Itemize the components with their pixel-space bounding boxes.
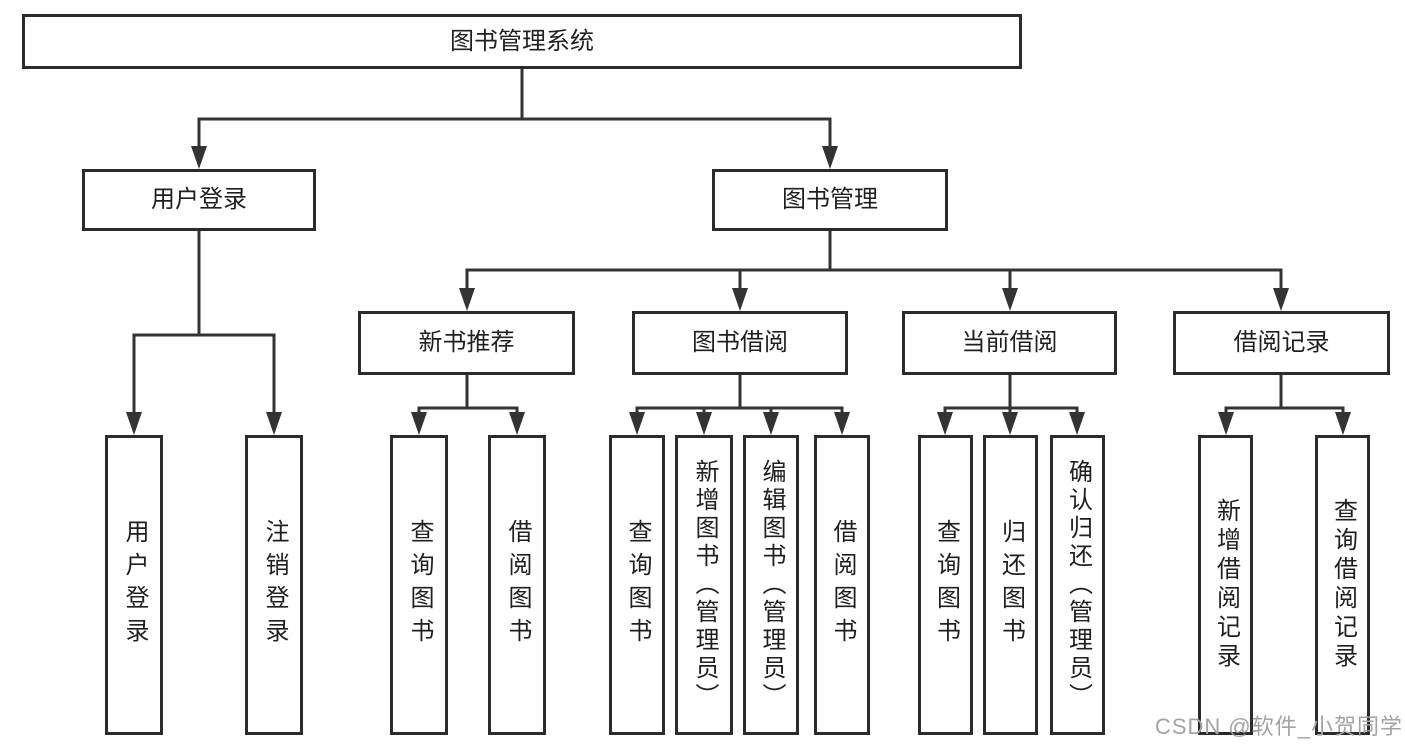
leaf-query-books-current: 查询图书 — [918, 435, 973, 735]
leaf-query-books-borrow: 查询图书 — [609, 435, 665, 735]
csdn-watermark: CSDN @软件_小贺同学 — [1154, 714, 1403, 739]
leaf-user-login: 用户登录 — [105, 435, 163, 735]
node-borrow-records: 借阅记录 — [1173, 311, 1390, 375]
leaf-add-books-admin: 新增图书（管理员） — [675, 435, 733, 735]
arrowheads — [126, 146, 1351, 435]
node-root-system: 图书管理系统 — [22, 14, 1022, 69]
node-current-borrow: 当前借阅 — [902, 311, 1117, 375]
leaf-logout: 注销登录 — [245, 435, 303, 735]
node-user-login-branch: 用户登录 — [82, 169, 316, 231]
leaf-add-borrow-record: 新增借阅记录 — [1198, 435, 1253, 735]
leaf-return-books: 归还图书 — [983, 435, 1038, 735]
leaf-query-books-recommend: 查询图书 — [390, 435, 448, 735]
node-new-book-recommend: 新书推荐 — [358, 311, 575, 375]
node-book-borrow: 图书借阅 — [632, 311, 848, 375]
leaf-borrow-books-recommend: 借阅图书 — [488, 435, 546, 735]
leaf-borrow-books: 借阅图书 — [814, 435, 870, 735]
node-book-management-branch: 图书管理 — [712, 169, 948, 231]
leaf-query-borrow-record: 查询借阅记录 — [1315, 435, 1370, 735]
leaf-confirm-return-admin: 确认归还（管理员） — [1050, 435, 1105, 735]
leaf-edit-books-admin: 编辑图书（管理员） — [743, 435, 799, 735]
